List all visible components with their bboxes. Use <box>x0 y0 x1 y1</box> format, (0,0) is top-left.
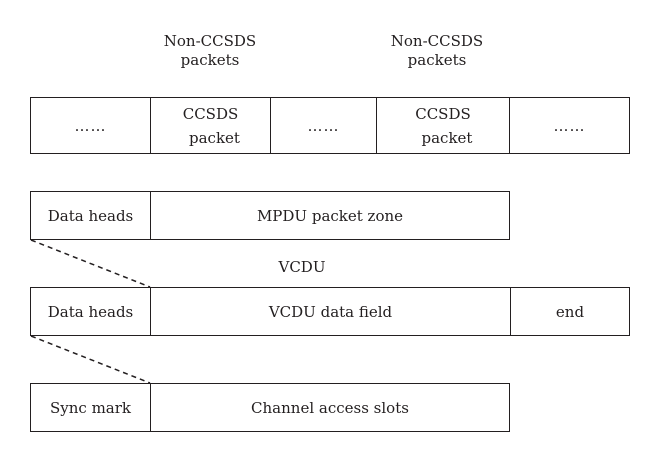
mpdu-packet-zone-text: MPDU packet zone <box>256 206 404 225</box>
ccsds-packet-cell-1: CCSDS packet <box>151 98 271 153</box>
ccsds-packet-1-line-1: CCSDS <box>182 104 239 123</box>
vcdu-to-channel-dashed-line <box>30 335 151 384</box>
ccsds-packet-cell-2: CCSDS packet <box>377 98 510 153</box>
vcdu-data-field-text: VCDU data field <box>268 302 393 321</box>
packet-row-ellipsis-3: …… <box>510 98 629 153</box>
mpdu-row: Data heads MPDU packet zone <box>30 191 510 240</box>
non-ccsds-packets-label-1: Non-CCSDS packets <box>150 32 270 70</box>
sync-mark-text: Sync mark <box>49 398 131 417</box>
vcdu-end-text: end <box>555 302 585 321</box>
channel-row: Sync mark Channel access slots <box>30 383 510 432</box>
vcdu-data-heads-text: Data heads <box>47 302 134 321</box>
packet-row: …… CCSDS packet …… CCSDS packet …… <box>30 97 630 154</box>
ellipsis-text-2: …… <box>307 116 340 135</box>
packet-row-ellipsis-2: …… <box>271 98 377 153</box>
channel-access-slots-text: Channel access slots <box>251 398 409 417</box>
vcdu-data-field-cell: VCDU data field <box>151 288 511 335</box>
mpdu-to-vcdu-dashed-line <box>30 239 151 288</box>
channel-access-slots-cell: Channel access slots <box>151 384 509 431</box>
ellipsis-text-3: …… <box>553 116 586 135</box>
ellipsis-text-1: …… <box>74 116 107 135</box>
non-ccsds-label-1-line-2: packets <box>180 51 240 69</box>
non-ccsds-packets-label-2: Non-CCSDS packets <box>376 32 498 70</box>
vcdu-label: VCDU <box>278 258 326 276</box>
non-ccsds-label-2-line-1: Non-CCSDS <box>390 32 484 50</box>
non-ccsds-label-2-line-2: packets <box>407 51 467 69</box>
mpdu-data-heads-text: Data heads <box>47 206 134 225</box>
mpdu-data-heads-cell: Data heads <box>31 192 151 239</box>
vcdu-row: Data heads VCDU data field end <box>30 287 630 336</box>
vcdu-end-cell: end <box>511 288 629 335</box>
packet-row-ellipsis-1: …… <box>31 98 151 153</box>
vcdu-data-heads-cell: Data heads <box>31 288 151 335</box>
ccsds-packet-1-line-2: packet <box>189 128 240 147</box>
ccsds-packet-2-line-1: CCSDS <box>415 104 471 123</box>
sync-mark-cell: Sync mark <box>31 384 151 431</box>
mpdu-packet-zone-cell: MPDU packet zone <box>151 192 509 239</box>
non-ccsds-label-1-line-1: Non-CCSDS <box>163 32 257 50</box>
ccsds-packet-2-line-2: packet <box>421 128 473 147</box>
